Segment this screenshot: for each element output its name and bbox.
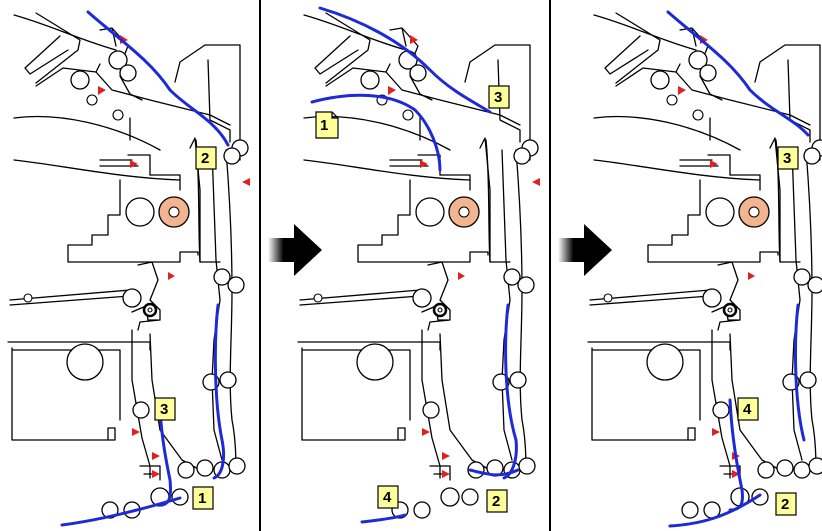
panel-1: 2 3 1 (6, 10, 252, 527)
svg-text:2: 2 (201, 150, 209, 167)
svg-text:3: 3 (783, 150, 791, 167)
right-arrow-icon (268, 224, 322, 276)
paper-path-duplex (502, 303, 518, 480)
paper-path-upper (666, 10, 810, 137)
step-label-3: 3 (777, 146, 799, 170)
svg-text:2: 2 (492, 493, 500, 510)
step-label-4: 4 (377, 485, 399, 509)
step-label-1: 1 (192, 486, 214, 510)
right-arrow-icon (558, 224, 612, 276)
printer-mechanism-outline (6, 11, 252, 520)
paper-path-upper (86, 10, 230, 147)
paper-path-exit (668, 493, 762, 528)
svg-text:2: 2 (781, 496, 789, 513)
step-label-3: 3 (488, 85, 510, 109)
step-label-2: 2 (775, 492, 797, 516)
svg-text:1: 1 (198, 490, 206, 507)
svg-text:3: 3 (160, 401, 168, 418)
svg-text:1: 1 (320, 117, 328, 134)
step-label-2: 2 (195, 146, 217, 170)
paper-path-lower (468, 468, 520, 477)
paper-path-exit (360, 513, 407, 524)
paper-path-upper (318, 6, 492, 114)
svg-text:4: 4 (383, 489, 392, 506)
step-label-4: 4 (737, 397, 759, 421)
panel-3: 3 4 2 (586, 10, 822, 528)
paper-path-duplex (794, 303, 806, 442)
svg-text:3: 3 (494, 89, 502, 106)
paper-path-duplex (212, 303, 226, 480)
printer-mechanism-outline (586, 11, 822, 520)
panel-2: 3 1 2 4 (296, 6, 542, 524)
sheet-icon: 1 (315, 111, 339, 139)
step-label-2: 2 (486, 489, 508, 513)
paper-path-exit (60, 496, 182, 527)
svg-text:4: 4 (743, 401, 752, 418)
paper-path-reverse (310, 93, 442, 172)
step-label-3: 3 (154, 397, 176, 421)
